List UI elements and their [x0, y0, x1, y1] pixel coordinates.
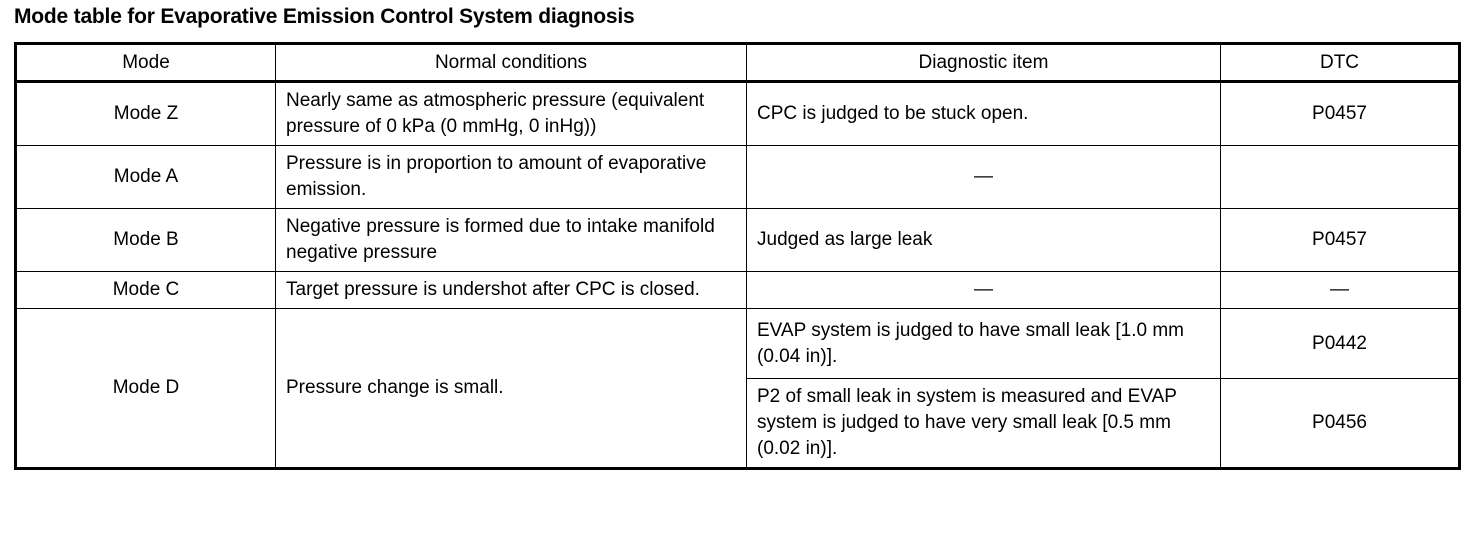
cell-dtc: —: [1220, 271, 1460, 309]
cell-mode: Mode C: [15, 271, 276, 309]
table-row: Mode D Pressure change is small. EVAP sy…: [15, 308, 1460, 469]
cell-diagnostic-item: CPC is judged to be stuck open.: [746, 81, 1221, 146]
page-title: Mode table for Evaporative Emission Cont…: [14, 5, 635, 28]
cell-dtc: [1220, 145, 1460, 209]
table-row: P2 of small leak in system is measured a…: [16, 378, 1460, 469]
cell-dtc: P0442: [1220, 308, 1460, 379]
cell-diagnostic-item: —: [746, 145, 1221, 209]
cell-dtc: P0457: [1220, 208, 1460, 272]
cell-normal-conditions: Pressure is in proportion to amount of e…: [275, 145, 747, 209]
cell-mode: Mode Z: [15, 81, 276, 146]
cell-dtc: P0456: [1220, 378, 1460, 469]
column-header-normal-conditions: Normal conditions: [275, 43, 747, 83]
cell-normal-conditions: Pressure change is small.: [275, 308, 747, 469]
cell-mode: Mode B: [15, 208, 276, 272]
table-row: Mode C Target pressure is undershot afte…: [15, 271, 1460, 309]
cell-diagnostic-item: P2 of small leak in system is measured a…: [746, 378, 1221, 469]
cell-normal-conditions: Target pressure is undershot after CPC i…: [275, 271, 747, 309]
cell-diagnostic-item: —: [746, 271, 1221, 309]
table-header-row: Mode Normal conditions Diagnostic item D…: [15, 43, 1460, 83]
cell-mode: Mode A: [15, 145, 276, 209]
cell-dtc: P0457: [1220, 81, 1460, 146]
cell-diagnostic-item: EVAP system is judged to have small leak…: [746, 308, 1221, 379]
cell-normal-conditions: Negative pressure is formed due to intak…: [275, 208, 747, 272]
cell-normal-conditions: Nearly same as atmospheric pressure (equ…: [275, 81, 747, 146]
table-row: Mode B Negative pressure is formed due t…: [15, 208, 1460, 272]
table-row: Mode A Pressure is in proportion to amou…: [15, 145, 1460, 209]
cell-mode: Mode D: [15, 308, 276, 469]
column-header-dtc: DTC: [1220, 43, 1460, 83]
cell-diagnostic-item: Judged as large leak: [746, 208, 1221, 272]
column-header-mode: Mode: [15, 43, 276, 83]
column-header-diagnostic-item: Diagnostic item: [746, 43, 1221, 83]
mode-table: Mode Normal conditions Diagnostic item D…: [14, 42, 1461, 470]
table-row: Mode Z Nearly same as atmospheric pressu…: [15, 81, 1460, 146]
table-header: Mode Normal conditions Diagnostic item D…: [15, 43, 1460, 83]
table-body: Mode Z Nearly same as atmospheric pressu…: [15, 81, 1460, 469]
